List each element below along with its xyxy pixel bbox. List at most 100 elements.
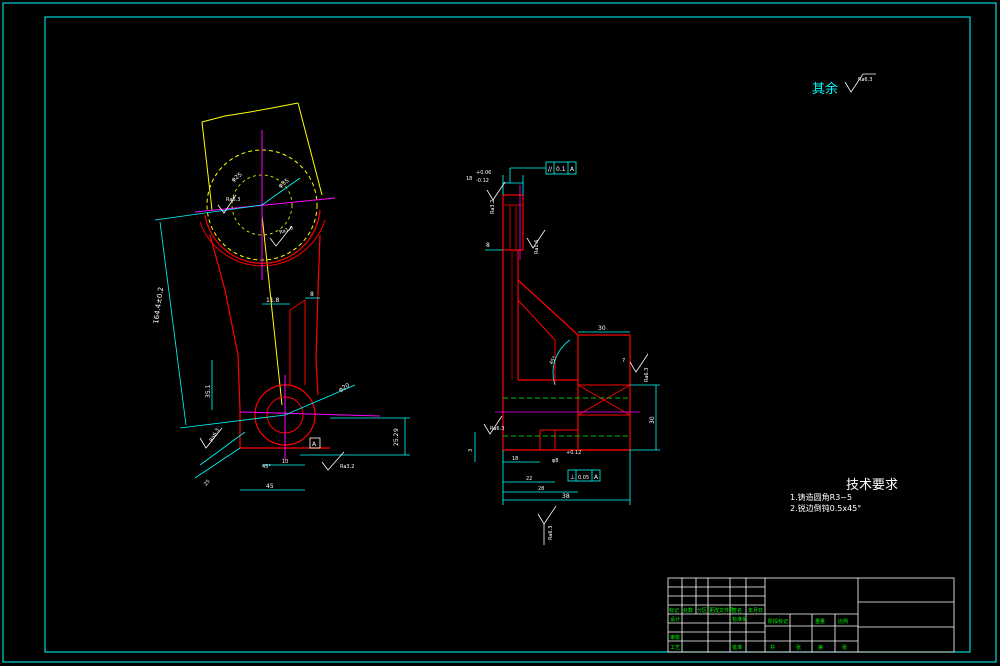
side-rib-diag [517, 279, 579, 336]
side-w-box: 30 [598, 325, 606, 332]
technical-requirement-2: 2.锐边倒钝0.5x45° [790, 504, 862, 513]
arm-right-edge [315, 234, 321, 396]
side-tol-frame-bottom [567, 469, 601, 482]
general-roughness-label: 其余 [812, 82, 839, 97]
side-roughness-top [486, 181, 506, 201]
side-roughness-box [629, 353, 649, 373]
tb-process: 工艺 [670, 645, 680, 651]
side-top-hub [502, 194, 524, 251]
technical-requirements-title: 技术要求 [846, 478, 899, 493]
tb-mark: 标记 [669, 607, 679, 614]
side-tol-small: +0.12 [566, 450, 581, 456]
rad-line-1 [261, 177, 301, 206]
tb-zone: 分区 [697, 607, 707, 614]
side-w-b1: 18 [512, 456, 518, 462]
tb-scale: 比例 [838, 618, 848, 625]
general-roughness-value: Ra6.3 [858, 77, 872, 83]
side-phi-small: φ8 [552, 458, 558, 464]
side-h-left: 3 [468, 449, 474, 452]
tb-std: 标准化 [732, 616, 747, 623]
yellow-right-edge [297, 102, 323, 196]
side-ra-box: Ra6.3 [644, 368, 650, 382]
general-roughness-icon [844, 73, 876, 93]
front-tol-box [309, 437, 321, 449]
side-ra-left: Ra6.3 [490, 426, 504, 432]
side-angle: 45° [549, 355, 559, 366]
front-tol-box-label: A [312, 441, 317, 448]
side-w-b3: 28 [538, 486, 544, 492]
front-ra-left: Ra6.3 [209, 428, 221, 443]
leader-base-2 [194, 447, 241, 479]
diag-ext-1 [154, 204, 263, 221]
front-roughness-2 [269, 225, 293, 247]
tb-design: 设计 [670, 616, 680, 623]
side-rib-diag2 [517, 299, 556, 341]
tb-weight: 重量 [815, 618, 825, 625]
front-h-lower: 35.1 [205, 384, 212, 398]
tb-date: 年月日 [748, 607, 763, 614]
front-w-small2: 25 [203, 479, 212, 488]
front-diag-length: 164.4±0.2 [152, 286, 165, 324]
side-tol-b-val: 0.05 [578, 475, 589, 481]
side-ra-top: Ra3.2 [490, 200, 496, 214]
front-roughness-3 [199, 427, 223, 449]
tb-sign: 签名 [732, 607, 742, 614]
front-w-rib: 8 [310, 291, 314, 298]
yellow-center-line [261, 214, 283, 406]
center-horizontal-top [194, 197, 336, 213]
front-ra-mid: Ra1.6 [279, 225, 295, 236]
tb-stage: 阶段标记 [768, 618, 788, 625]
tb-doc: 更改文件号 [709, 607, 734, 614]
tb-total: 共 [770, 644, 775, 651]
side-w-total: 38 [562, 493, 570, 500]
side-roughness-left [483, 415, 503, 435]
front-view: 164.4±0.2 φ35 φ25 Ra6.3 Ra1.6 11.8 8 35.… [152, 102, 410, 491]
tb-count: 处数 [683, 607, 693, 614]
side-w-b2: 22 [526, 476, 532, 482]
side-tol-frame [545, 161, 577, 175]
side-tol-b-datum: A [594, 474, 599, 481]
break-line [201, 102, 299, 123]
front-roughness-4 [321, 451, 345, 471]
side-tol-bot: -0.12 [476, 178, 489, 184]
side-view: // 0.1 A +0.06 -0.12 18 Ra3.2 Ra1.6 8 30… [466, 161, 660, 545]
side-h-gap: 8 [486, 242, 490, 249]
diag-dim [159, 221, 187, 426]
front-phi-bottom: φ20 [338, 382, 352, 394]
tb-review: 审核 [670, 634, 680, 641]
front-w-neck: 11.8 [266, 297, 280, 304]
side-boss-cross-2 [577, 384, 631, 416]
front-ra-base: Ra3.2 [340, 464, 354, 470]
tb-sheet1: 张 [796, 644, 801, 651]
front-phi-top: φ35 [277, 177, 291, 189]
top-boss-arc [204, 209, 321, 264]
front-roughness-1 [217, 194, 237, 214]
front-ra-top: Ra6.3 [226, 197, 240, 203]
arm-left-edge [209, 234, 241, 411]
side-tol-sym: // [548, 166, 553, 173]
side-tol-b-sym: ⊥ [570, 474, 575, 481]
leader-base [199, 431, 246, 466]
front-w-base: 45 [266, 483, 274, 490]
side-h-box: 30 [649, 416, 656, 424]
tb-approve: 批准 [732, 644, 742, 651]
side-ra-bottom: Ra6.3 [548, 526, 554, 540]
yellow-left-edge [201, 121, 213, 211]
rad-line-2 [284, 384, 356, 416]
arm-rib-top [289, 299, 306, 311]
side-ra-right: Ra1.6 [534, 240, 540, 254]
side-roughness-bottom [537, 505, 557, 525]
technical-requirement-1: 1.铸造圆角R3~5 [790, 493, 853, 502]
front-h-right: 9 [393, 428, 400, 432]
side-dim-top: 18 [466, 176, 472, 182]
center-horizontal-bottom [239, 411, 381, 417]
title-block [667, 577, 955, 653]
front-angle-bottom: 45° [262, 464, 271, 470]
top-inner-circle [231, 174, 293, 236]
side-dim-t: 7 [622, 358, 625, 364]
side-boss-block [577, 334, 631, 451]
diag-ext-2 [179, 414, 286, 429]
title-block-text: 标记 处数 分区 更改文件号 签名 年月日 设计 标准化 审核 工艺 批准 阶段… [669, 607, 848, 651]
